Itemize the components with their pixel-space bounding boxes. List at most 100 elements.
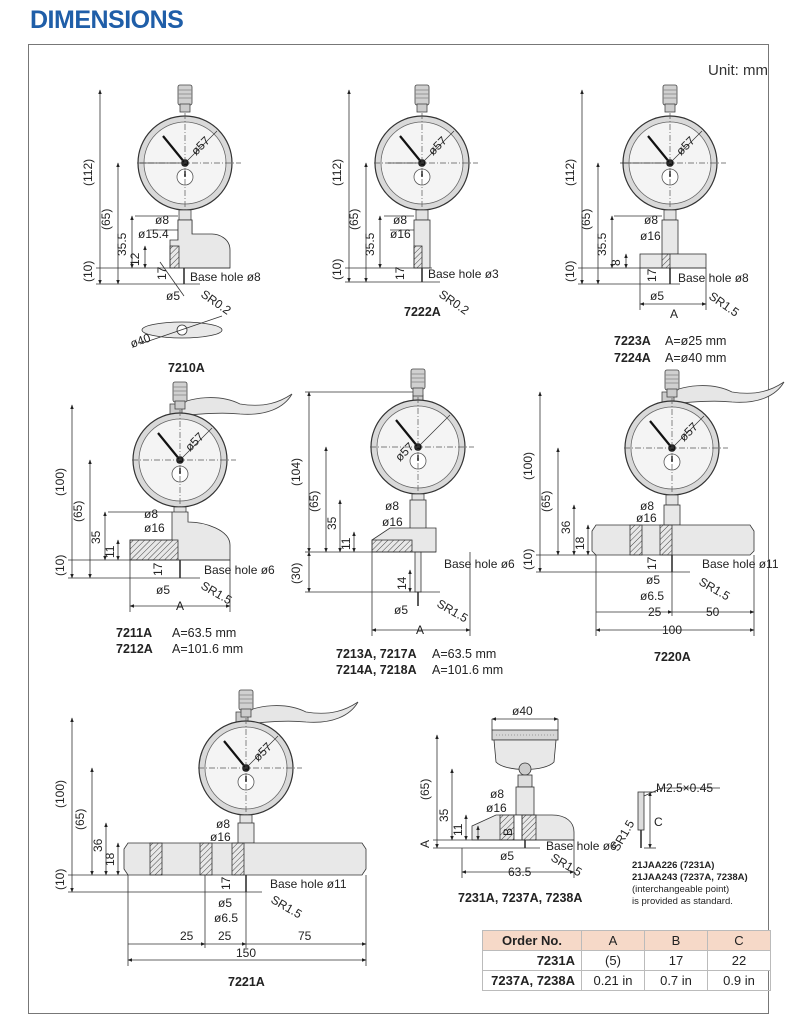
table-row: 7231A (5) 17 22: [482, 950, 771, 971]
label-sr15: SR1.5: [608, 817, 637, 853]
label-h10: (10): [53, 869, 67, 890]
label-d154: ø15.4: [138, 227, 169, 241]
label-a: A: [670, 307, 678, 321]
label-v17: 17: [645, 556, 659, 570]
label-base6: Base hole ø6: [204, 563, 275, 577]
point-note-line1: 21JAA226 (7231A): [632, 860, 714, 871]
label-a: A: [176, 599, 184, 613]
label-d5: ø5: [500, 849, 514, 863]
drawing-7223a: [578, 83, 728, 310]
label-d5: ø5: [218, 896, 232, 910]
label-sr02: SR0.2: [436, 287, 472, 318]
label-c: C: [654, 815, 663, 829]
label-d8: ø8: [155, 213, 169, 227]
label-v17: 17: [393, 266, 407, 280]
label-d8: ø8: [393, 213, 407, 227]
label-v355: 35.5: [115, 232, 129, 256]
label-h30: (30): [289, 563, 303, 584]
table-cell: 7237A, 7238A: [482, 970, 582, 991]
label-a: A: [416, 623, 424, 637]
label-v35: 35: [437, 808, 451, 822]
label-v8: 8: [609, 259, 623, 266]
label-sr15: SR1.5: [706, 289, 742, 320]
label-a: A: [418, 840, 432, 848]
label-h65: (65): [71, 501, 85, 522]
table-cell: 0.9 in: [707, 970, 771, 991]
label-sr15: SR1.5: [697, 574, 733, 603]
caption-7222a: 7222A: [404, 305, 441, 319]
labels-7223a: ø57 (112) (65) 35.5 8 (10) ø8 ø16 17 Bas…: [563, 133, 749, 365]
caption-7224a-a: A=ø40 mm: [665, 351, 726, 365]
caption-7214a-a: A=101.6 mm: [432, 663, 503, 677]
label-h112: (112): [81, 159, 95, 186]
label-d40: ø40: [128, 330, 153, 350]
label-v150: 150: [236, 946, 256, 960]
caption-7223a-a: A=ø25 mm: [665, 334, 726, 348]
label-v25: 25: [218, 929, 232, 943]
order-table: Order No. A B C 7231A (5) 17 22 7237A, 7…: [482, 930, 771, 991]
label-d8: ø8: [640, 499, 654, 513]
label-d65: ø6.5: [214, 911, 238, 925]
unit-label: Unit: mm: [708, 62, 768, 79]
label-v11: 11: [103, 545, 117, 558]
label-v18: 18: [103, 852, 117, 866]
drawing-7210a: [96, 83, 243, 345]
dimensions-frame: [28, 44, 769, 1014]
caption-7213a: 7213A, 7217A: [336, 647, 417, 661]
table-row: 7237A, 7238A 0.21 in 0.7 in 0.9 in: [482, 970, 771, 991]
label-d8: ø8: [144, 507, 158, 521]
label-h65: (65): [307, 491, 321, 512]
label-b: B: [501, 828, 515, 836]
label-sr15: SR1.5: [199, 578, 235, 607]
label-h10: (10): [563, 261, 577, 282]
caption-7211a: 7211A: [116, 626, 152, 640]
label-v100: 100: [662, 623, 682, 637]
table-cell: 22: [707, 950, 771, 971]
label-d8: ø8: [644, 213, 658, 227]
label-d5: ø5: [650, 289, 664, 303]
label-d5: ø5: [156, 583, 170, 597]
label-v355: 35.5: [363, 232, 377, 256]
drawing-7231a: [433, 717, 720, 878]
label-v17: 17: [219, 876, 233, 890]
caption-7221a: 7221A: [228, 975, 265, 989]
table-cell: 0.7 in: [644, 970, 708, 991]
label-sr02: SR0.2: [198, 287, 234, 318]
label-d16: ø16: [636, 511, 657, 525]
point-note-line4: is provided as standard.: [632, 896, 733, 907]
drawing-7213a: [305, 367, 476, 636]
label-base11: Base hole ø11: [270, 877, 347, 891]
table-cell: 0.21 in: [581, 970, 645, 991]
label-v18: 18: [573, 536, 587, 550]
label-h100: (100): [53, 468, 67, 496]
label-h10: (10): [81, 261, 95, 282]
label-v635: 63.5: [508, 865, 532, 879]
label-h10: (10): [521, 549, 535, 570]
point-note-line2: 21JAA243 (7237A, 7238A): [632, 872, 748, 883]
table-header-row: Order No. A B C: [482, 930, 771, 951]
table-header: A: [581, 930, 645, 951]
label-v17: 17: [155, 266, 169, 280]
caption-7214a: 7214A, 7218A: [336, 663, 417, 677]
drawing-7220a: [536, 368, 785, 636]
label-v25: 25: [180, 929, 194, 943]
label-base8: Base hole ø8: [678, 271, 749, 285]
label-sr15: SR1.5: [269, 892, 305, 921]
label-h65: (65): [73, 809, 87, 830]
label-h10: (10): [330, 259, 344, 280]
label-m25: M2.5×0.45: [656, 781, 713, 795]
table-header: Order No.: [482, 930, 582, 951]
label-sr15: SR1.5: [435, 596, 471, 625]
table-header: C: [707, 930, 771, 951]
point-note-line3: (interchangeable point): [632, 884, 729, 895]
label-h65: (65): [418, 779, 432, 800]
label-v36: 36: [559, 520, 573, 534]
label-d16: ø16: [144, 521, 165, 535]
label-h65: (65): [539, 491, 553, 512]
caption-7213a-a: A=63.5 mm: [432, 647, 496, 661]
label-h65: (65): [579, 209, 593, 230]
label-h112: (112): [563, 159, 577, 186]
label-d16: ø16: [486, 801, 507, 815]
label-h65: (65): [347, 209, 361, 230]
